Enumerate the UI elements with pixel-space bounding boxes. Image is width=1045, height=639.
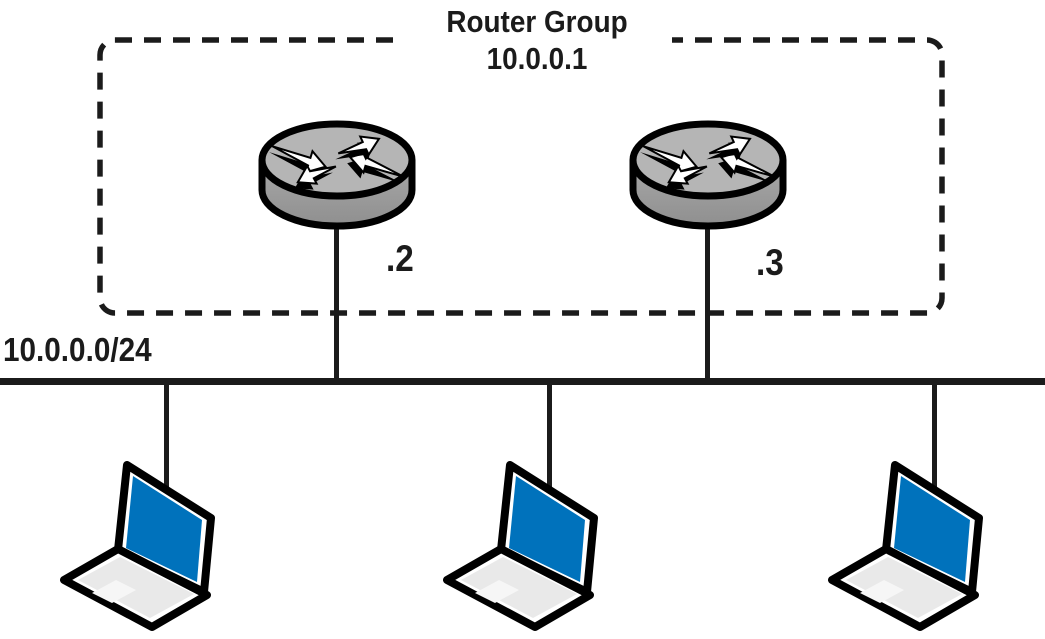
laptop-3 <box>827 461 991 639</box>
router-icon <box>629 120 787 230</box>
router-1-ip-label: .2 <box>386 238 414 279</box>
laptop-1 <box>59 461 223 639</box>
router-2-ip-label: .3 <box>756 242 784 283</box>
link-router-1 <box>334 212 339 384</box>
link-host-2 <box>547 380 552 512</box>
router-2 <box>626 116 790 241</box>
link-host-3 <box>932 380 937 512</box>
laptop-icon <box>60 461 215 631</box>
router-group-virtual-ip: 10.0.0.1 <box>486 41 588 76</box>
router-1 <box>255 116 419 241</box>
router-arrows <box>269 135 405 190</box>
laptop-icon <box>828 461 983 631</box>
laptop-icon <box>443 461 598 631</box>
link-host-1 <box>164 380 169 512</box>
router-group-title-block: Router Group 10.0.0.1 <box>402 0 672 84</box>
router-group-title: Router Group <box>446 4 628 39</box>
network-segment-line <box>0 378 1045 385</box>
link-router-2 <box>705 212 710 384</box>
laptop-2 <box>442 461 606 639</box>
router-icon <box>258 120 416 230</box>
router-arrows <box>640 135 776 190</box>
network-subnet-label: 10.0.0.0/24 <box>3 331 152 368</box>
